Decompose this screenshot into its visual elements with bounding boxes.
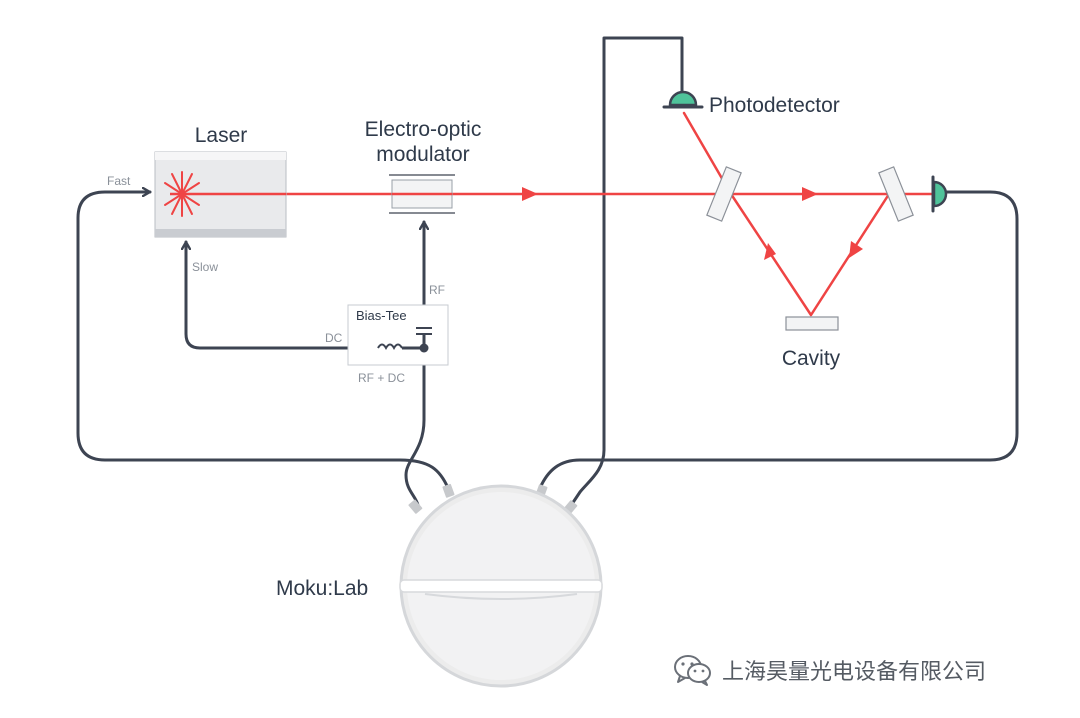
wire-transmission [538,190,1019,490]
label-mokulab: Moku:Lab [276,577,368,600]
laser-device [154,151,287,238]
diagram-labels: Laser Electro-optic modulator Photodetec… [107,94,841,600]
label-photodetector: Photodetector [709,94,840,117]
wire-rf-dc [404,346,426,507]
signal-wires [76,36,1019,509]
beam-arrow-1 [522,187,538,201]
label-bias-tee: Bias-Tee [356,308,407,323]
watermark-text: 上海昊量光电设备有限公司 [722,660,987,685]
laser-burst-icon [164,171,200,217]
label-rf: RF [429,283,445,297]
beam-arrow-4 [764,243,776,260]
mirror-input [706,166,742,222]
label-eom-line1: Electro-optic [365,118,482,141]
moku-lab-device [399,483,603,688]
photodetector-transmission [931,175,948,213]
mirror-bottom [785,316,839,331]
bias-tee [347,304,449,366]
wire-slow [186,240,386,350]
beam-arrows [522,187,863,260]
label-cavity: Cavity [782,347,841,370]
label-dc: DC [325,331,343,345]
watermark: 上海昊量光电设备有限公司 [672,650,1052,690]
wire-fast [76,192,450,490]
beam-arrow-2 [802,187,818,201]
eom-device [389,174,455,214]
mirror-output [878,166,914,222]
wechat-icon [674,655,711,686]
cavity-mirrors [706,166,914,331]
label-fast: Fast [107,174,131,188]
beam-arrow-3 [849,241,863,258]
label-slow: Slow [192,260,218,274]
photodetector-reflection [662,90,704,109]
label-eom-line2: modulator [376,143,469,166]
label-laser: Laser [195,124,248,147]
label-rf-dc: RF + DC [358,371,405,385]
wire-photodetector [568,36,684,509]
